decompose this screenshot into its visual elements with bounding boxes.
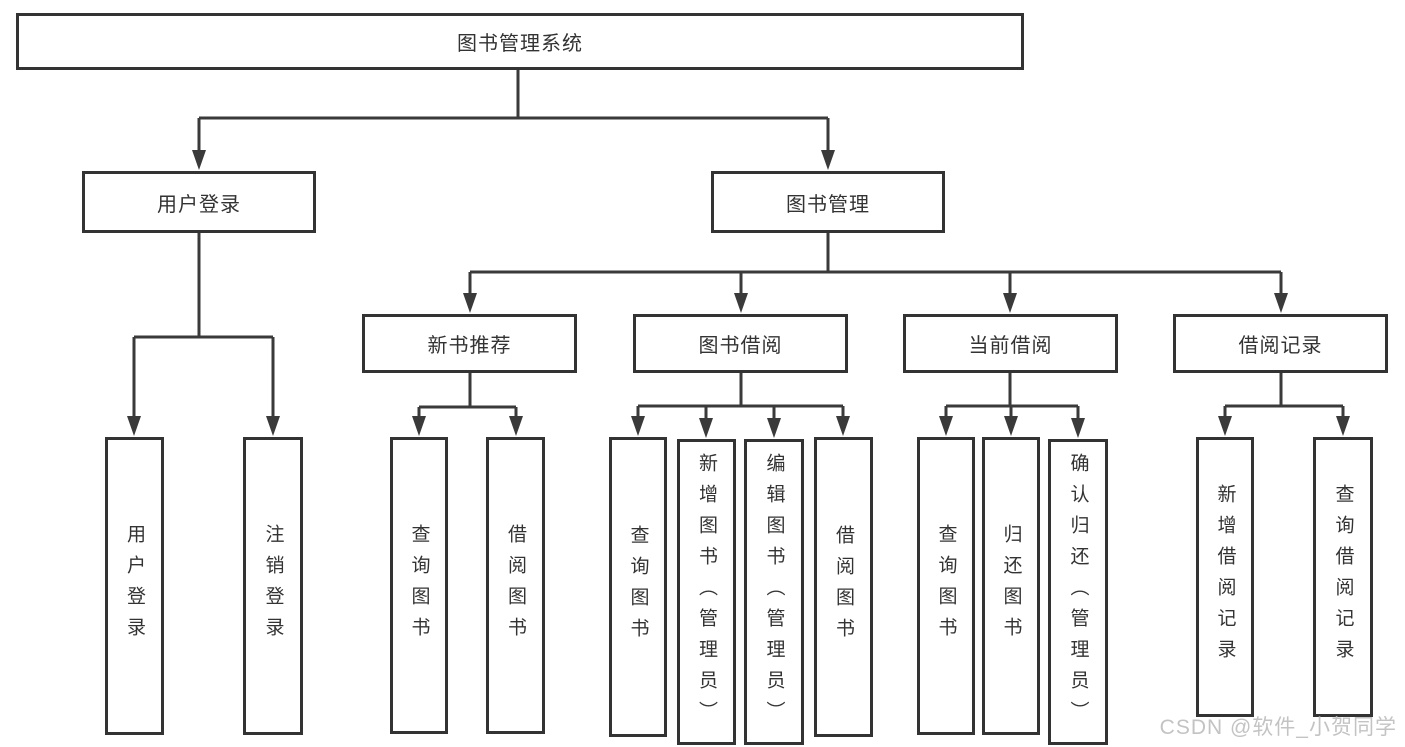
leaf-current-query-book-label: 查询图书: [935, 524, 957, 648]
node-borrow-records: 借阅记录: [1173, 314, 1388, 373]
node-book-management: 图书管理: [711, 171, 945, 233]
node-book-management-label: 图书管理: [786, 193, 870, 216]
leaf-recommend-borrow-book: 借阅图书: [486, 437, 545, 734]
node-new-book-recommend-label: 新书推荐: [427, 335, 512, 357]
leaf-borrowing-query-book-label: 查询图书: [627, 525, 649, 649]
node-new-book-recommend: 新书推荐: [362, 314, 577, 373]
node-book-borrowing: 图书借阅: [633, 314, 848, 373]
node-user-login-label: 用户登录: [157, 193, 241, 216]
leaf-current-confirm-return-admin: 确认归还（管理员）: [1048, 439, 1108, 745]
leaf-logout-label: 注销登录: [262, 524, 284, 648]
connector-new-book-recommend-to-children: [412, 371, 523, 436]
leaf-borrowing-borrow-book: 借阅图书: [814, 437, 873, 737]
connector-book-borrowing-to-children: [631, 371, 850, 438]
node-current-borrowing-label: 当前借阅: [968, 335, 1053, 357]
node-borrow-records-label: 借阅记录: [1238, 335, 1323, 357]
leaf-recommend-query-book-label: 查询图书: [408, 523, 430, 648]
connector-book-management-to-level3: [463, 231, 1288, 313]
node-book-borrowing-label: 图书借阅: [698, 335, 783, 357]
connector-root-to-level2: [192, 68, 835, 170]
leaf-current-confirm-return-admin-label: 确认归还（管理员）: [1067, 452, 1089, 732]
connector-user-login-to-children: [127, 231, 280, 436]
node-user-login: 用户登录: [82, 171, 316, 233]
connector-borrow-records-to-children: [1218, 371, 1350, 436]
leaf-user-login-label: 用户登录: [124, 524, 145, 648]
leaf-recommend-query-book: 查询图书: [390, 437, 448, 734]
leaf-records-add-borrow-record: 新增借阅记录: [1196, 437, 1254, 717]
leaf-borrowing-query-book: 查询图书: [609, 437, 667, 737]
connector-current-borrowing-to-children: [939, 371, 1085, 438]
leaf-borrowing-edit-book-admin: 编辑图书（管理员）: [744, 439, 804, 745]
leaf-current-query-book: 查询图书: [917, 437, 975, 735]
leaf-user-login: 用户登录: [105, 437, 164, 735]
csdn-watermark: CSDN @软件_小贺同学: [1159, 716, 1397, 739]
leaf-records-add-borrow-record-label: 新增借阅记录: [1214, 484, 1236, 670]
leaf-borrowing-add-book-admin: 新增图书（管理员）: [677, 439, 736, 745]
leaf-records-query-borrow-record: 查询借阅记录: [1313, 437, 1373, 717]
node-library-management-system: 图书管理系统: [16, 13, 1024, 70]
leaf-recommend-borrow-book-label: 借阅图书: [505, 523, 526, 648]
leaf-logout: 注销登录: [243, 437, 303, 735]
node-library-management-system-label: 图书管理系统: [457, 33, 583, 55]
leaf-current-return-book-label: 归还图书: [1000, 524, 1022, 648]
leaf-borrowing-add-book-admin-label: 新增图书（管理员）: [696, 452, 717, 732]
leaf-records-query-borrow-record-label: 查询借阅记录: [1332, 484, 1354, 670]
leaf-borrowing-borrow-book-label: 借阅图书: [833, 525, 854, 649]
leaf-borrowing-edit-book-admin-label: 编辑图书（管理员）: [763, 452, 785, 732]
node-current-borrowing: 当前借阅: [903, 314, 1118, 373]
leaf-current-return-book: 归还图书: [982, 437, 1040, 735]
